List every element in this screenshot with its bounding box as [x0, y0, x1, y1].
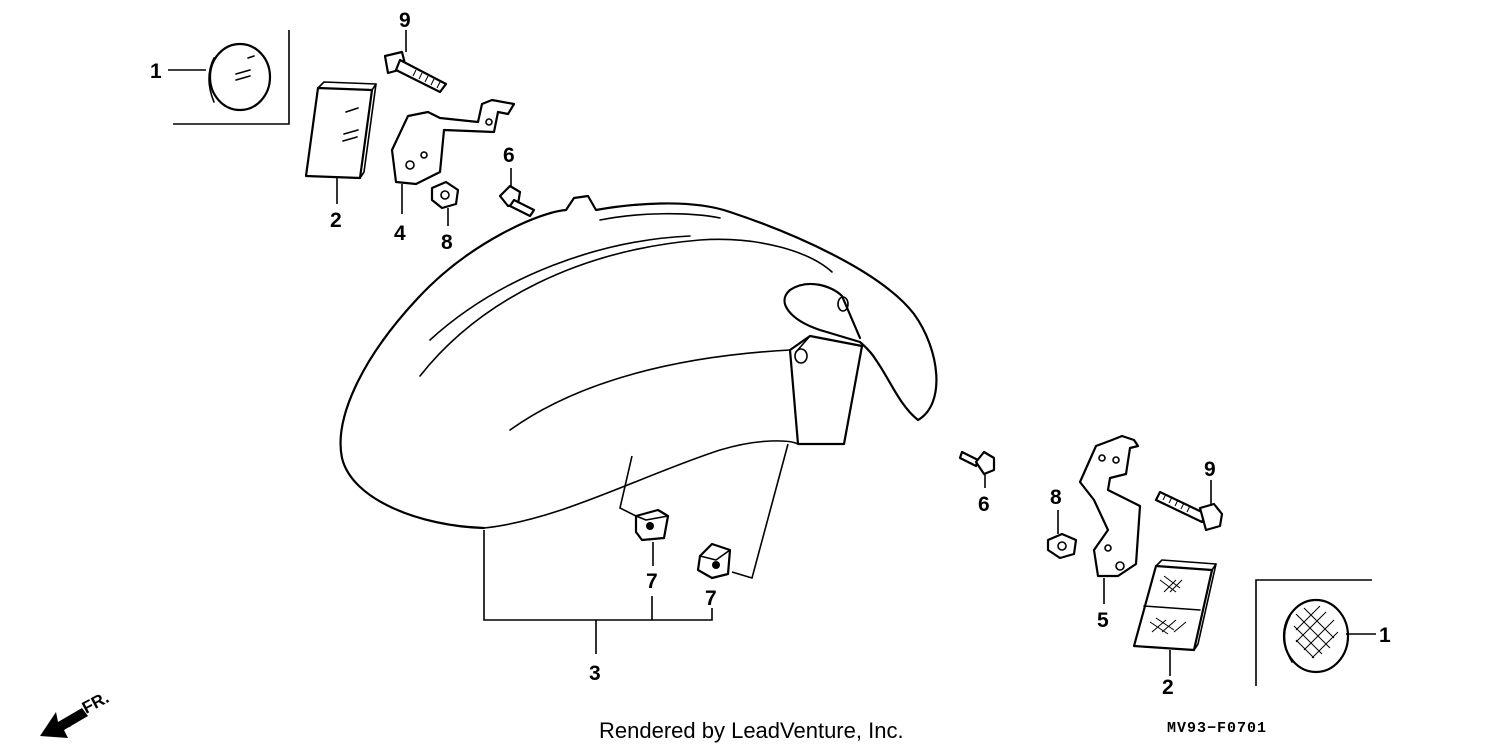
callout-bolt-right: 9 — [1204, 458, 1216, 481]
callout-emblem-left: 1 — [150, 60, 162, 83]
screw-left[interactable] — [498, 184, 536, 218]
reflector-left[interactable] — [304, 81, 377, 180]
callout-nut-right: 8 — [1050, 486, 1062, 509]
callout-nut-left: 8 — [441, 231, 453, 254]
bracket-right[interactable] — [1078, 434, 1142, 578]
clip-left[interactable] — [634, 508, 670, 542]
callout-bracket-right: 5 — [1097, 609, 1109, 632]
callout-screw-right: 6 — [978, 493, 990, 516]
bolt-right[interactable] — [1154, 490, 1224, 532]
callout-reflector-left: 2 — [330, 209, 342, 232]
clip-right[interactable] — [696, 542, 732, 580]
reflector-right[interactable] — [1132, 559, 1217, 652]
emblem-left-frame — [173, 30, 290, 125]
callout-fender: 3 — [589, 662, 601, 685]
callout-reflector-right: 2 — [1162, 676, 1174, 699]
callout-bolt-left: 9 — [399, 9, 411, 32]
bracket-left[interactable] — [390, 98, 516, 186]
emblem-left[interactable] — [208, 42, 272, 112]
nut-right[interactable] — [1046, 532, 1078, 560]
leader-fender-group — [483, 530, 713, 654]
diagram-code: MV93−F0701 — [1167, 720, 1267, 737]
nut-left[interactable] — [430, 180, 460, 210]
leader-fender-clip-right — [731, 443, 789, 580]
bolt-left[interactable] — [383, 50, 448, 94]
callout-emblem-right: 1 — [1379, 624, 1391, 647]
screw-right[interactable] — [958, 450, 996, 476]
emblem-right[interactable] — [1282, 598, 1350, 674]
emblem-right-frame — [1255, 579, 1372, 686]
front-fender[interactable] — [339, 194, 938, 530]
render-credit: Rendered by LeadVenture, Inc. — [599, 718, 904, 743]
callout-clip-left: 7 — [646, 570, 658, 593]
callout-screw-left: 6 — [503, 144, 515, 167]
leader-fender-clip-left — [619, 455, 637, 517]
front-direction-arrow-icon — [40, 708, 88, 738]
callout-bracket-left: 4 — [394, 222, 406, 245]
callout-clip-right: 7 — [705, 587, 717, 610]
